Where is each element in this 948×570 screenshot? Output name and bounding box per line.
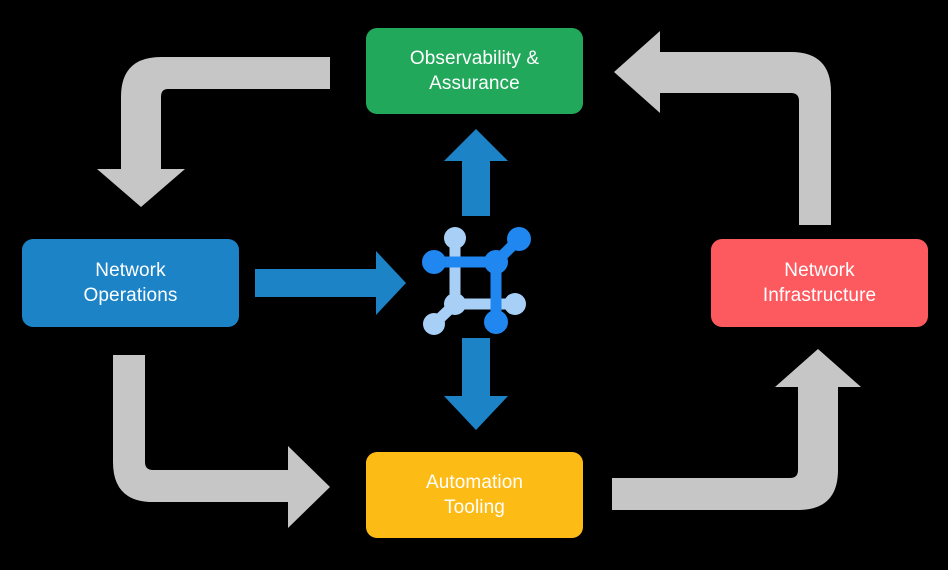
node-network-operations-label: Network Operations	[83, 259, 178, 306]
connector-infrastructure-to-observability	[614, 31, 831, 225]
node-network-operations[interactable]: Network Operations	[22, 239, 239, 327]
node-network-infrastructure-label: Network Infrastructure	[762, 259, 877, 306]
connector-center-to-observability	[444, 129, 508, 216]
node-network-infrastructure[interactable]: Network Infrastructure	[711, 239, 928, 327]
node-observability-assurance[interactable]: Observability & Assurance	[366, 28, 583, 114]
connector-automation-to-infrastructure	[612, 349, 861, 510]
connector-operations-to-center	[255, 251, 406, 315]
node-automation-tooling[interactable]: Automation Tooling	[366, 452, 583, 538]
node-automation-tooling-label: Automation Tooling	[425, 471, 524, 518]
network-icon-light-nodes	[423, 227, 526, 335]
node-observability-label: Observability & Assurance	[409, 47, 540, 94]
connector-observability-to-operations	[97, 57, 330, 207]
connector-center-to-automation	[444, 338, 508, 430]
network-topology-icon	[422, 227, 531, 335]
network-icon-dark-nodes	[422, 227, 531, 334]
connector-operations-to-automation	[113, 355, 330, 528]
